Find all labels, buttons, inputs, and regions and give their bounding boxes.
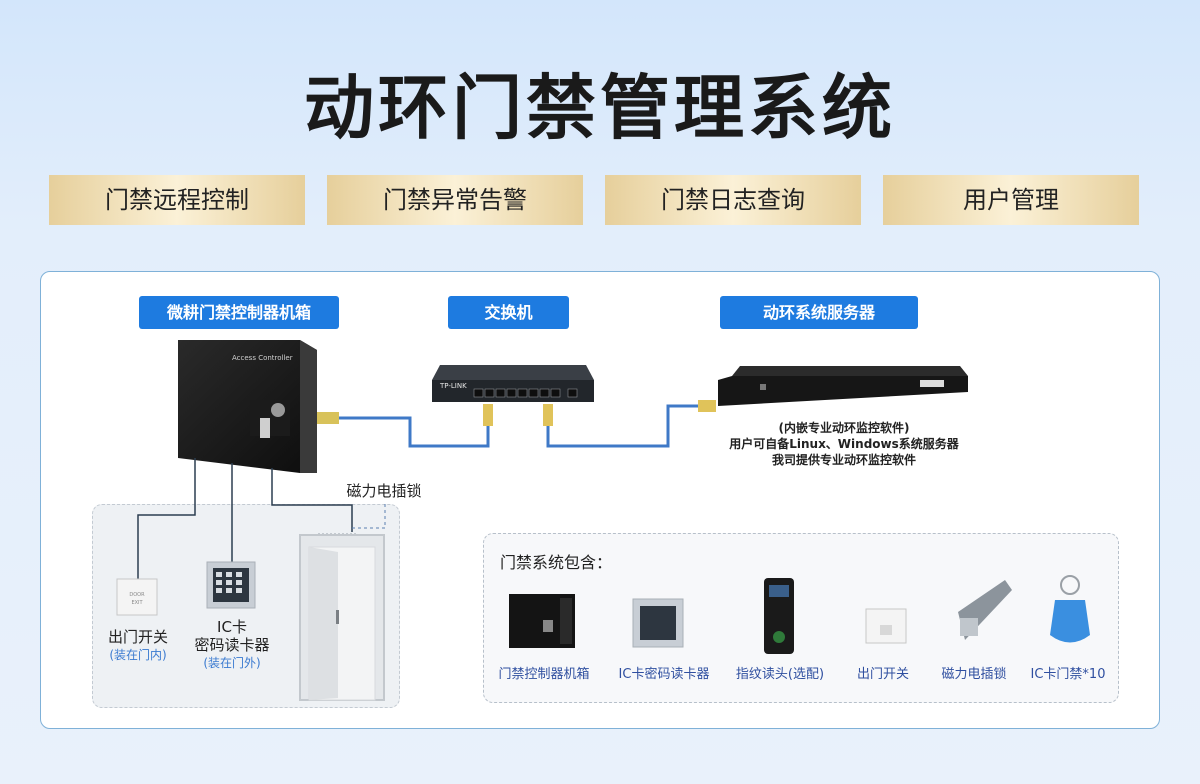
controller-box-image: Access Controller — [178, 340, 317, 473]
feature-remote-control[interactable]: 门禁远程控制 — [49, 175, 305, 225]
item-fingerprint-image — [764, 578, 794, 654]
feature-log-query[interactable]: 门禁日志查询 — [605, 175, 861, 225]
item-label-fingerprint: 指纹读头(选配) — [735, 667, 825, 682]
contents-title: 门禁系统包含： — [500, 553, 613, 572]
controller-box-text: Access Controller — [232, 354, 293, 362]
card-reader-label-2: 密码读卡器 — [194, 636, 270, 654]
rj45-connector — [543, 404, 553, 426]
controller-label: 微耕门禁控制器机箱 — [139, 296, 339, 329]
rj45-connector — [698, 400, 716, 412]
switch-brand: TP-LINK — [439, 382, 467, 390]
rj45-connector — [483, 404, 493, 426]
item-label-ic-card: IC卡门禁*10 — [1030, 667, 1106, 682]
item-label-controller: 门禁控制器机箱 — [498, 667, 590, 682]
server-desc-3: 我司提供专业动环监控软件 — [771, 453, 916, 467]
card-reader-sub: (装在门外) — [203, 656, 261, 670]
card-reader-label-1: IC卡 — [217, 618, 247, 636]
switch-ports — [473, 388, 578, 398]
cable-switch-server — [546, 404, 716, 448]
page-title: 动环门禁管理系统 — [304, 67, 896, 149]
item-ic-card-image — [1050, 575, 1090, 643]
switch-label: 交换机 — [448, 296, 569, 329]
exit-button-sub: (装在门内) — [109, 648, 167, 662]
exit-plate-text-2: EXIT — [131, 600, 143, 606]
item-controller-image — [509, 594, 575, 648]
item-lock-image — [958, 580, 1012, 640]
item-label-lock: 磁力电插锁 — [941, 667, 1007, 682]
item-card-reader-image — [632, 598, 684, 648]
exit-plate-text-1: DOOR — [129, 592, 145, 598]
server-desc-2: 用户可自备Linux、Windows系统服务器 — [729, 437, 959, 451]
server-label: 动环系统服务器 — [720, 296, 918, 329]
exit-button-label: 出门开关 — [107, 628, 168, 646]
lock-label: 磁力电插锁 — [346, 482, 422, 500]
exit-plate — [116, 578, 158, 616]
item-label-card-reader: IC卡密码读卡器 — [618, 667, 710, 682]
contents-box — [483, 533, 1119, 703]
server-image — [718, 366, 968, 406]
feature-user-management[interactable]: 用户管理 — [883, 175, 1139, 225]
feature-alarm[interactable]: 门禁异常告警 — [327, 175, 583, 225]
server-desc-1: (内嵌专业动环监控软件) — [778, 421, 910, 435]
item-label-exit-button: 出门开关 — [856, 667, 909, 682]
cable-controller-switch — [317, 404, 490, 448]
door-image — [299, 534, 385, 701]
item-exit-button-image — [865, 608, 907, 644]
rj45-connector — [317, 412, 339, 424]
